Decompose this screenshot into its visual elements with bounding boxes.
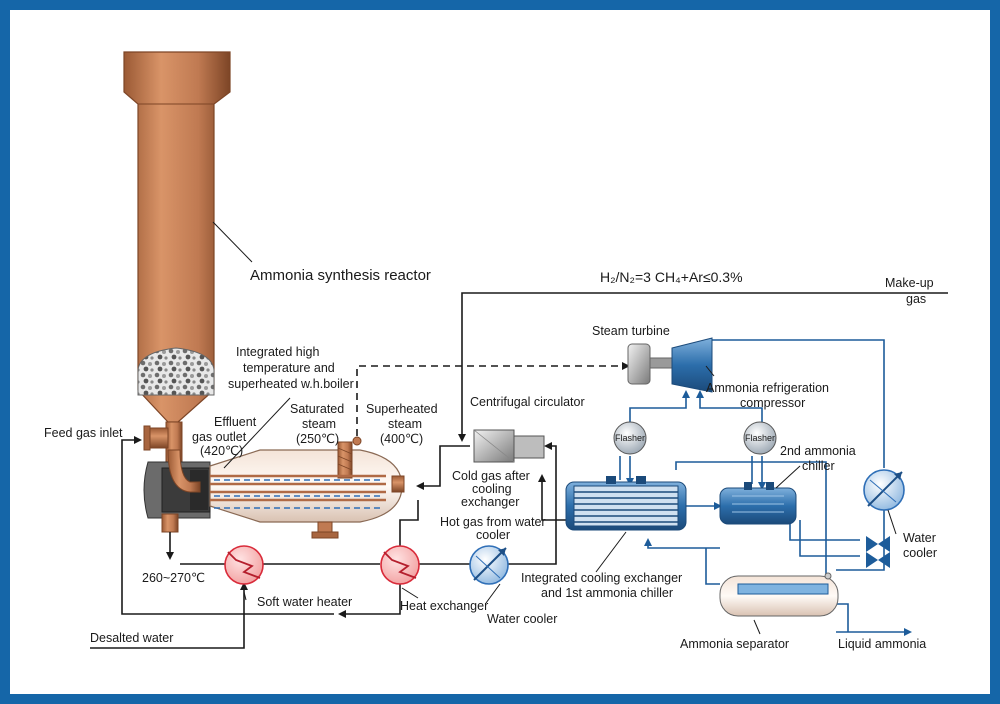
water-cooler-right-symbol <box>863 469 905 511</box>
superheated-steam-label-3: (400℃) <box>380 432 423 446</box>
ammonia-separator-label: Ammonia separator <box>680 637 789 651</box>
superheated-steam-label-1: Superheated <box>366 402 438 416</box>
heat-exchanger-label: Heat exchanger <box>400 599 488 613</box>
effluent-label-3: (420℃) <box>200 444 243 458</box>
saturated-steam-label-1: Saturated <box>290 402 344 416</box>
boiler-label-1: Integrated high <box>236 345 319 359</box>
effluent-label-2: gas outlet <box>192 430 247 444</box>
soft-water-heater-label: Soft water heater <box>257 595 352 609</box>
makeup-gas-label-2: gas <box>906 292 926 306</box>
water-cooler-right-label-2: cooler <box>903 546 937 560</box>
flasher-left-symbol <box>613 421 647 455</box>
ammonia-synthesis-reactor <box>123 51 231 463</box>
hot-gas-label-1: Hot gas from water <box>440 515 546 529</box>
boiler-label-2: temperature and <box>243 361 335 375</box>
water-cooler-center-symbol <box>469 545 509 585</box>
centrifugal-circulator-label: Centrifugal circulator <box>470 395 585 409</box>
chiller2-label-1: 2nd ammonia <box>780 444 856 458</box>
waste-heat-boiler <box>143 436 405 539</box>
cold-gas-label-1: Cold gas after <box>452 469 530 483</box>
makeup-gas-label-1: Make-up <box>885 276 934 290</box>
reactor-leader-line <box>212 221 253 263</box>
centrifugal-circulator-symbol <box>473 429 545 463</box>
integrated-leader-line <box>595 531 627 573</box>
valves <box>866 536 890 568</box>
water-cooler-right-label-1: Water <box>903 531 936 545</box>
leader-lines <box>223 365 897 635</box>
ratio-label: H₂/N₂=3 CH₄+Ar≤0.3% <box>600 269 743 285</box>
boiler-label-3: superheated w.h.boiler <box>228 377 354 391</box>
ammonia-refrigeration-compressor-symbol <box>671 337 713 393</box>
superheated-steam-label-2: steam <box>388 417 422 431</box>
water-cooler-center-label: Water cooler <box>487 612 557 626</box>
catalyst-bed <box>137 347 215 396</box>
steam-turbine-symbol <box>627 343 673 385</box>
integrated-label-2: and 1st ammonia chiller <box>541 586 673 600</box>
effluent-label-1: Effluent <box>214 415 257 429</box>
feed-gas-inlet-label: Feed gas inlet <box>44 426 123 440</box>
second-ammonia-chiller <box>719 482 797 525</box>
ammonia-ref-label-1: Ammonia refrigeration <box>706 381 829 395</box>
integrated-cooling-exchanger <box>565 476 687 531</box>
flasher-right-label: Flasher <box>745 433 775 443</box>
ammonia-ref-label-2: compressor <box>740 396 805 410</box>
hot-gas-label-2: cooler <box>476 528 510 542</box>
soft-water-heater-symbol <box>224 545 264 585</box>
chiller2-label-2: chiller <box>802 459 835 473</box>
liquid-ammonia-label: Liquid ammonia <box>838 637 926 651</box>
steam-turbine-label: Steam turbine <box>592 324 670 338</box>
flasher-left-label: Flasher <box>615 433 645 443</box>
cold-gas-label-2: cooling <box>472 482 512 496</box>
saturated-steam-label-3: (250℃) <box>296 432 339 446</box>
flasher-right-symbol <box>743 421 777 455</box>
ammonia-separator <box>719 572 839 617</box>
reactor-label: Ammonia synthesis reactor <box>250 267 431 284</box>
cold-gas-label-3: exchanger <box>461 495 519 509</box>
desalted-water-label: Desalted water <box>90 631 173 645</box>
temperature-range-label: 260~270℃ <box>142 571 205 585</box>
integrated-label-1: Integrated cooling exchanger <box>521 571 682 585</box>
heat-exchanger-symbol <box>380 545 420 585</box>
process-lines <box>90 292 948 649</box>
saturated-steam-label-2: steam <box>302 417 336 431</box>
